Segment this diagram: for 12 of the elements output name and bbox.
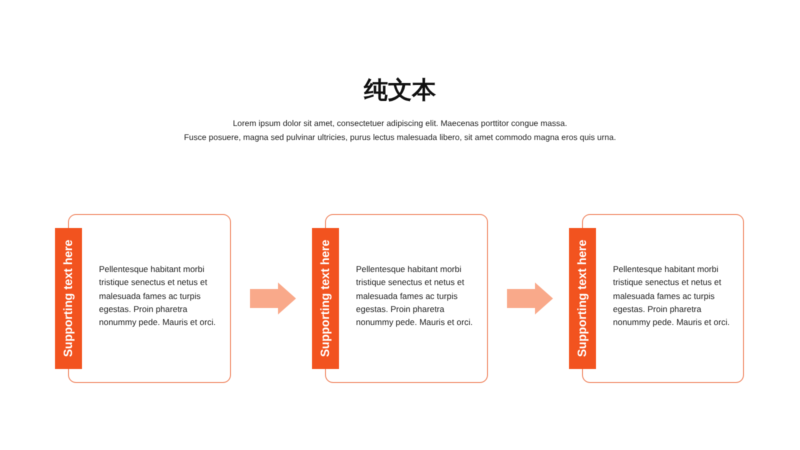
body-text: Pellentesque habitant morbi tristique senectus et netus et malesuada fames ac turpis egestas. Proin pharetra nonummy pede. Mauris et orci. — [99, 263, 217, 330]
vertical-label-tab: Supporting text here — [55, 228, 82, 369]
title: 纯文本 — [364, 77, 436, 104]
body-text: Pellentesque habitant morbi tristique senectus et netus et malesuada fames ac turpis egestas. Proin pharetra nonummy pede. Mauris et orci. — [356, 263, 474, 330]
body-text: Pellentesque habitant morbi tristique senectus et netus et malesuada fames ac turpis egestas. Proin pharetra nonummy pede. Mauris et orci. — [613, 263, 731, 330]
content-card — [312, 214, 488, 383]
vertical-label-tab: Supporting text here — [312, 228, 339, 369]
content-card — [55, 214, 231, 383]
subtitle-text: Lorem ipsum dolor sit amet, consectetuer adipiscing elit. Maecenas porttitor congue massa. — [232, 119, 568, 128]
content-card — [569, 214, 744, 383]
vertical-label-tab: Supporting text here — [569, 228, 596, 369]
subtitle-text: Fusce posuere, magna sed pulvinar ultricies, purus lectus malesuada libero, sit amet commodo magna eros quis urna. — [184, 133, 616, 142]
